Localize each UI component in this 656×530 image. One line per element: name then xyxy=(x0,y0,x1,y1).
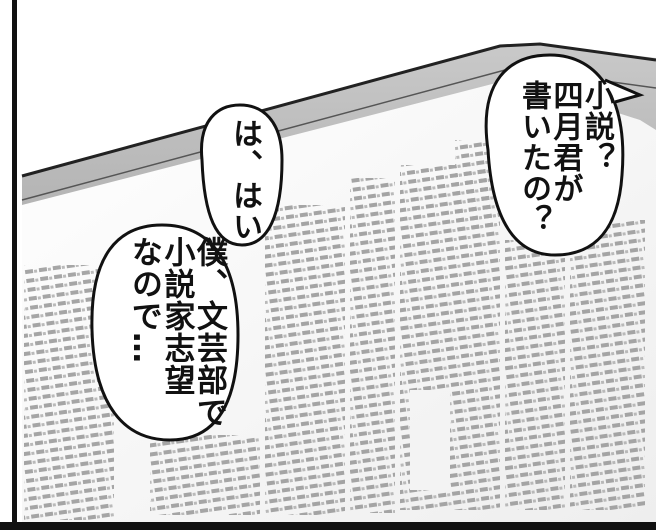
speech-text-left: 僕、文芸部で 小説家志望 なので… xyxy=(125,236,227,428)
manuscript-text xyxy=(24,140,645,520)
speech-text-middle: は、はい xyxy=(227,118,262,242)
speech-bubble-left xyxy=(90,223,240,442)
speech-text-right: 小説？ 四月君が 書いたの？ xyxy=(516,80,614,235)
speech-bubble-middle xyxy=(199,103,284,247)
speech-bubble-right xyxy=(484,53,645,257)
